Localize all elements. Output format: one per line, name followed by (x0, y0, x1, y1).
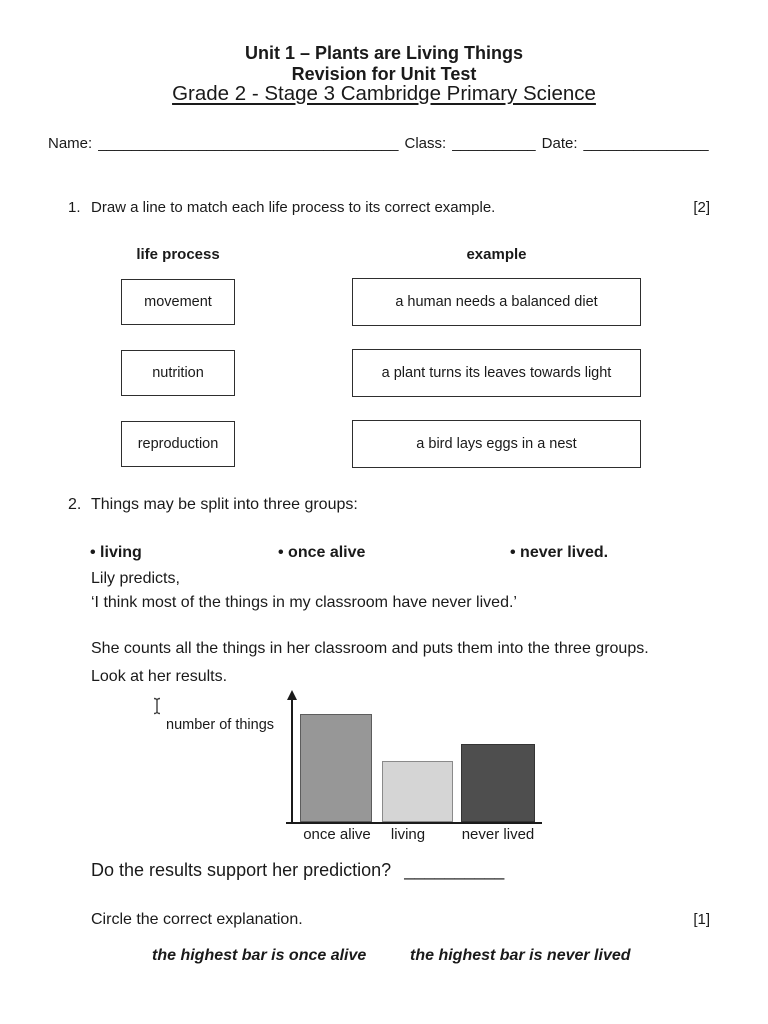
q2-number: 2. (68, 496, 82, 513)
bar-living (382, 761, 453, 822)
bar-never-lived (461, 744, 535, 822)
box-label: a plant turns its leaves towards light (381, 365, 612, 381)
title-line-1: Unit 1 – Plants are Living Things (244, 43, 524, 63)
prediction-blank: __________ (404, 860, 505, 880)
bullet-never-lived: • never lived. (510, 544, 609, 561)
option-highest-bar-never-lived: the highest bar is never lived (410, 947, 631, 964)
title-line-3: Grade 2 - Stage 3 Cambridge Primary Scie… (172, 82, 596, 105)
circle-marks: [1] (693, 911, 710, 928)
y-axis-arrow (287, 690, 297, 700)
name-class-date-row: Name: __________________________________… (48, 135, 715, 152)
date-blank: _______________ (583, 135, 709, 152)
bullet-once-alive: • once alive (278, 544, 366, 561)
look-line: Look at her results. (91, 668, 228, 685)
lily-quote: ‘I think most of the things in my classr… (91, 594, 517, 611)
box-label: a bird lays eggs in a nest (416, 436, 577, 452)
results-bar-chart: number of things once alive living never l… (150, 690, 570, 852)
box-label: movement (144, 294, 212, 310)
prediction-label: Do the results support her prediction? (91, 860, 392, 880)
example-box-bird-lays-eggs: a bird lays eggs in a nest (352, 420, 641, 468)
bar-category-label: living (390, 826, 426, 843)
bar-category-label: once alive (303, 826, 371, 843)
y-axis-line (291, 698, 293, 824)
life-process-box-reproduction: reproduction (121, 421, 235, 467)
column-header-example: example (466, 246, 527, 263)
q2-text: Things may be split into three groups: (91, 496, 358, 513)
prediction-line: Do the results support her prediction? _… (91, 860, 504, 881)
counts-line: She counts all the things in her classro… (91, 640, 649, 657)
life-process-box-nutrition: nutrition (121, 350, 235, 396)
life-process-box-movement: movement (121, 279, 235, 325)
example-box-leaves-towards-light: a plant turns its leaves towards light (352, 349, 641, 397)
example-box-balanced-diet: a human needs a balanced diet (352, 278, 641, 326)
box-label: a human needs a balanced diet (395, 294, 598, 310)
circle-instruction: Circle the correct explanation. (91, 911, 303, 928)
y-axis-label: number of things (166, 717, 275, 733)
q1-marks: [2] (693, 199, 710, 216)
bar-once-alive (300, 714, 372, 822)
box-label: nutrition (152, 365, 204, 381)
class-label: Class: (404, 135, 447, 152)
name-label: Name: (48, 135, 93, 152)
name-blank: ____________________________________ (98, 135, 399, 152)
column-header-life-process: life process (136, 246, 220, 263)
x-axis-line (286, 822, 542, 824)
q1-text: Draw a line to match each life process t… (91, 199, 496, 216)
q1-number: 1. (68, 199, 81, 216)
lily-intro: Lily predicts, (91, 570, 180, 587)
bullet-living: • living (90, 544, 142, 561)
bar-category-label: never lived (461, 826, 535, 843)
date-label: Date: (541, 135, 578, 152)
title-line-2: Revision for Unit Test (291, 64, 477, 84)
class-blank: __________ (452, 135, 536, 152)
text-ibeam-cursor-icon (152, 697, 162, 720)
box-label: reproduction (137, 436, 219, 452)
option-highest-bar-once-alive: the highest bar is once alive (152, 947, 367, 964)
